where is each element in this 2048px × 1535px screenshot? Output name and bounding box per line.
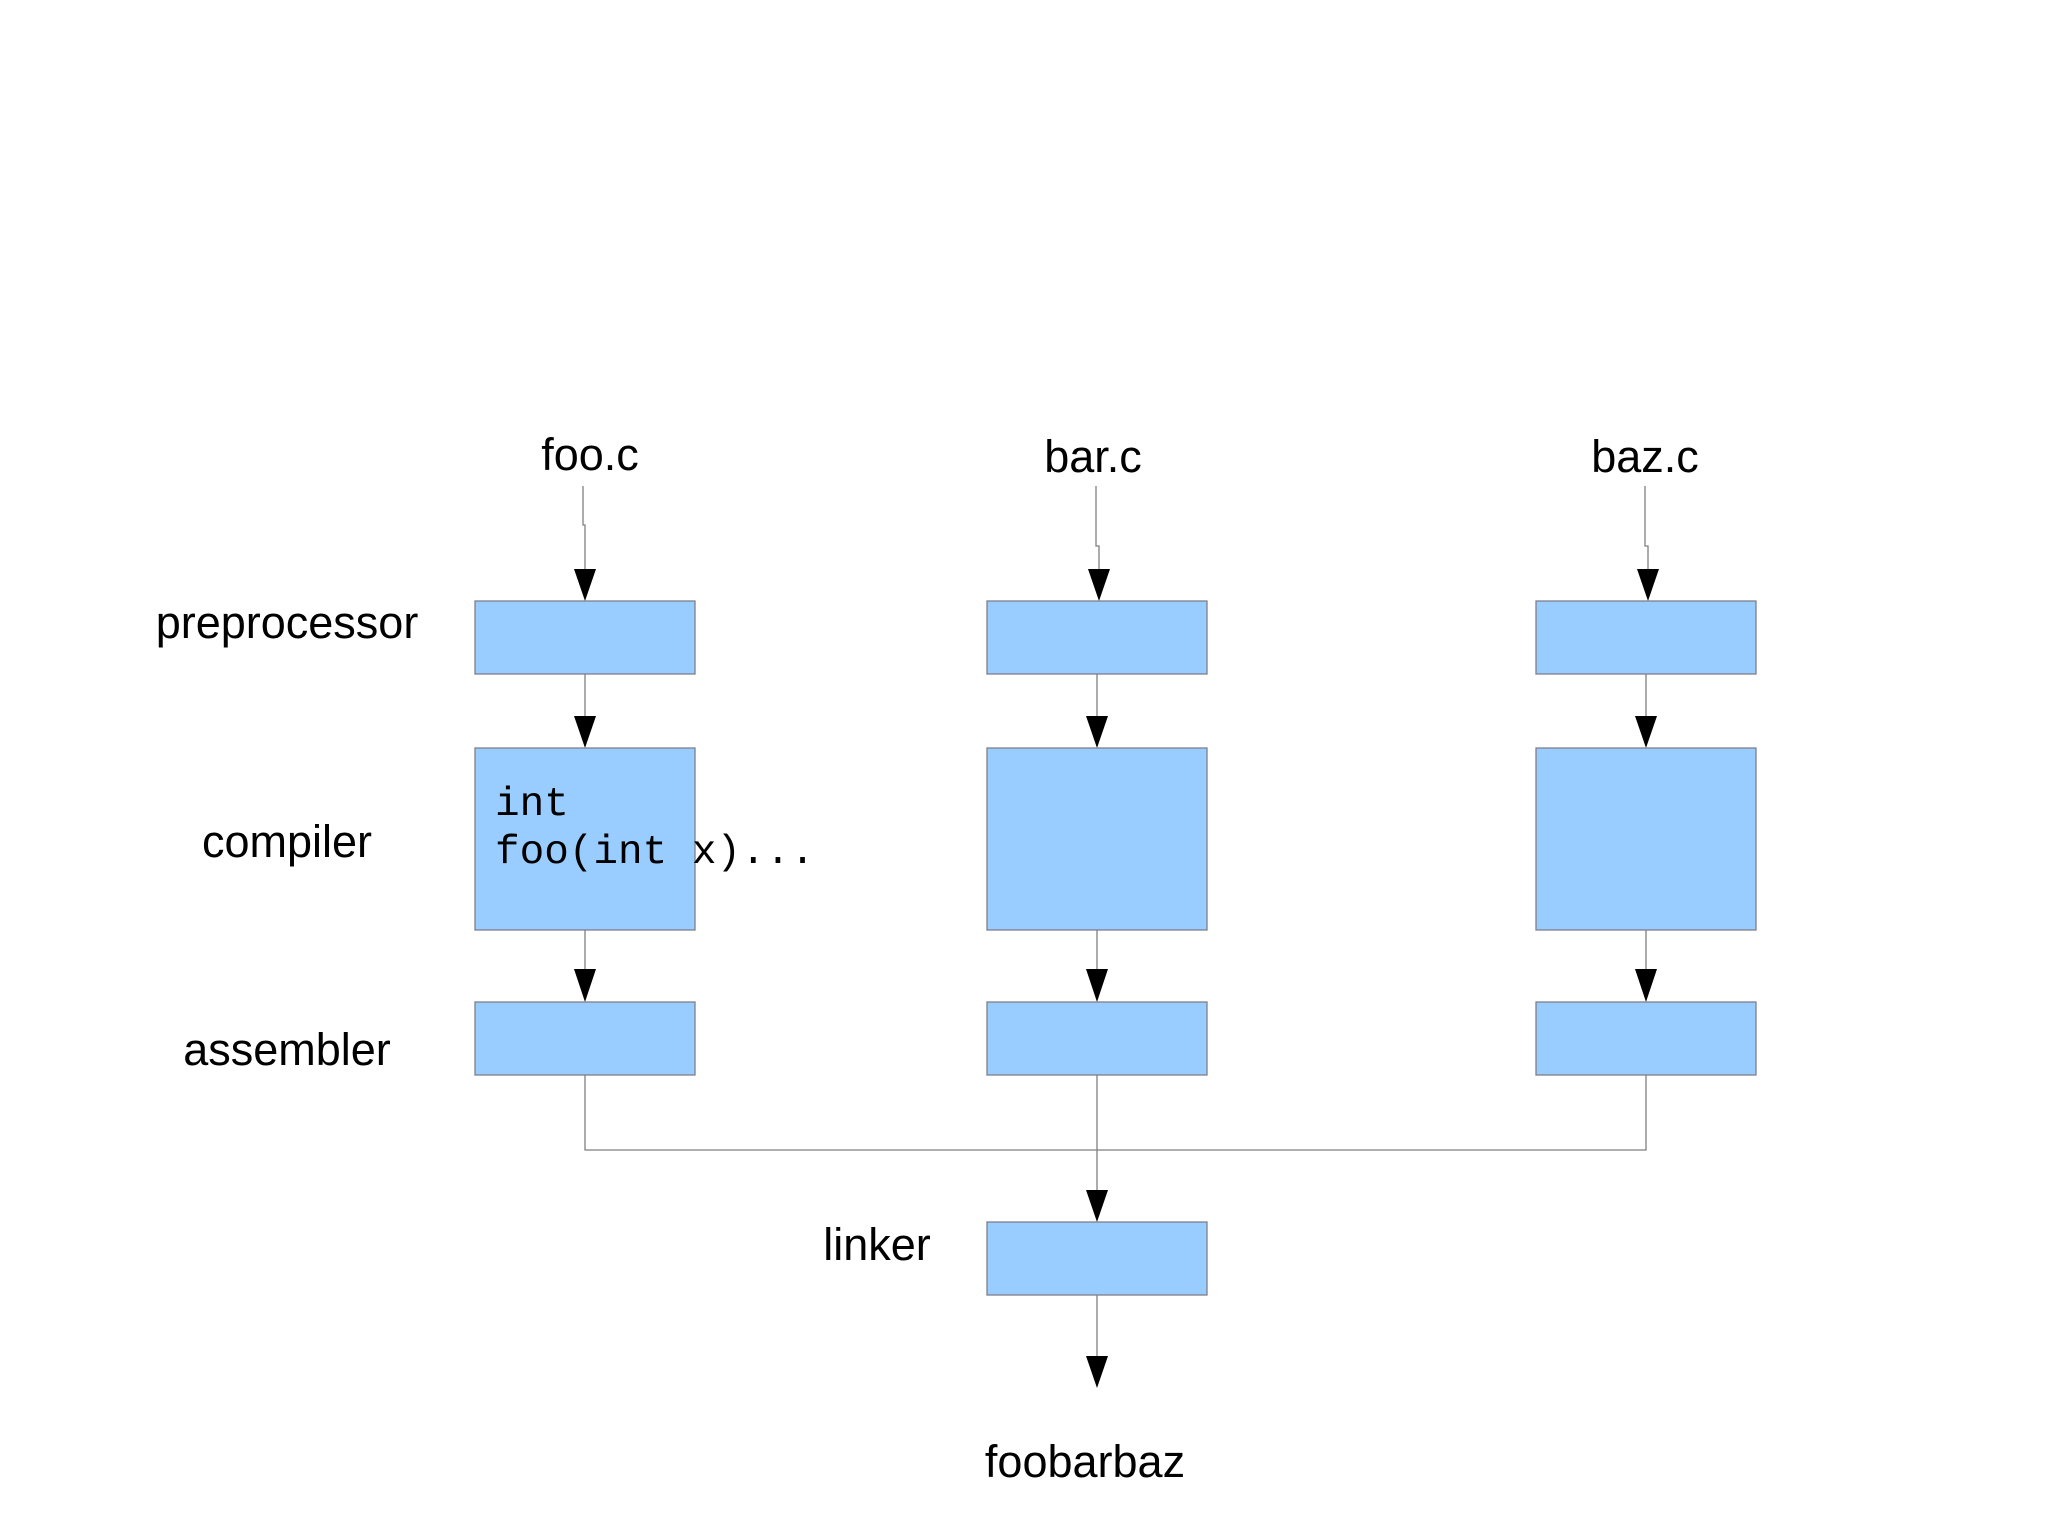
bar-pre-to-compiler-arrow xyxy=(1086,716,1108,748)
stage-label-preprocessor: preprocessor xyxy=(156,597,419,648)
output-label: foobarbaz xyxy=(985,1436,1185,1487)
baz-input-connector xyxy=(1644,486,1649,573)
baz-pre-to-compiler-arrow xyxy=(1635,716,1657,748)
input-label-bar: bar.c xyxy=(1044,431,1142,482)
baz-preprocessor-box xyxy=(1535,600,1757,675)
foo-compiler-to-assembler-arrow xyxy=(574,969,596,1002)
linker-input-arrow xyxy=(1086,1190,1108,1222)
input-label-foo: foo.c xyxy=(541,429,639,480)
baz-compiler-to-assembler-arrow xyxy=(1635,969,1657,1002)
stage-label-assembler: assembler xyxy=(183,1024,391,1075)
compiler-code-line-1: int xyxy=(495,782,569,828)
input-label-baz: baz.c xyxy=(1591,431,1699,482)
bar-compiler-to-assembler-arrow xyxy=(1086,969,1108,1002)
linker-box xyxy=(986,1221,1208,1296)
linker-output-arrow xyxy=(1086,1356,1108,1388)
baz-compiler-box xyxy=(1535,747,1757,931)
foo-pre-to-compiler-arrow xyxy=(574,716,596,748)
stage-label-linker: linker xyxy=(823,1219,931,1270)
bar-assembler-box xyxy=(986,1001,1208,1076)
foo-preprocessor-box xyxy=(474,600,696,675)
bar-compiler-box xyxy=(986,747,1208,931)
assembler-merge-connector xyxy=(584,1075,1647,1151)
baz-input-arrow xyxy=(1637,569,1659,601)
foo-input-arrow xyxy=(574,569,596,601)
bar-input-connector xyxy=(1095,486,1100,573)
stage-label-compiler: compiler xyxy=(202,816,372,867)
baz-assembler-box xyxy=(1535,1001,1757,1076)
compiler-code-line-2: foo(int x)... xyxy=(495,830,815,876)
bar-preprocessor-box xyxy=(986,600,1208,675)
foo-input-connector xyxy=(582,486,586,573)
bar-input-arrow xyxy=(1088,569,1110,601)
foo-assembler-box xyxy=(474,1001,696,1076)
